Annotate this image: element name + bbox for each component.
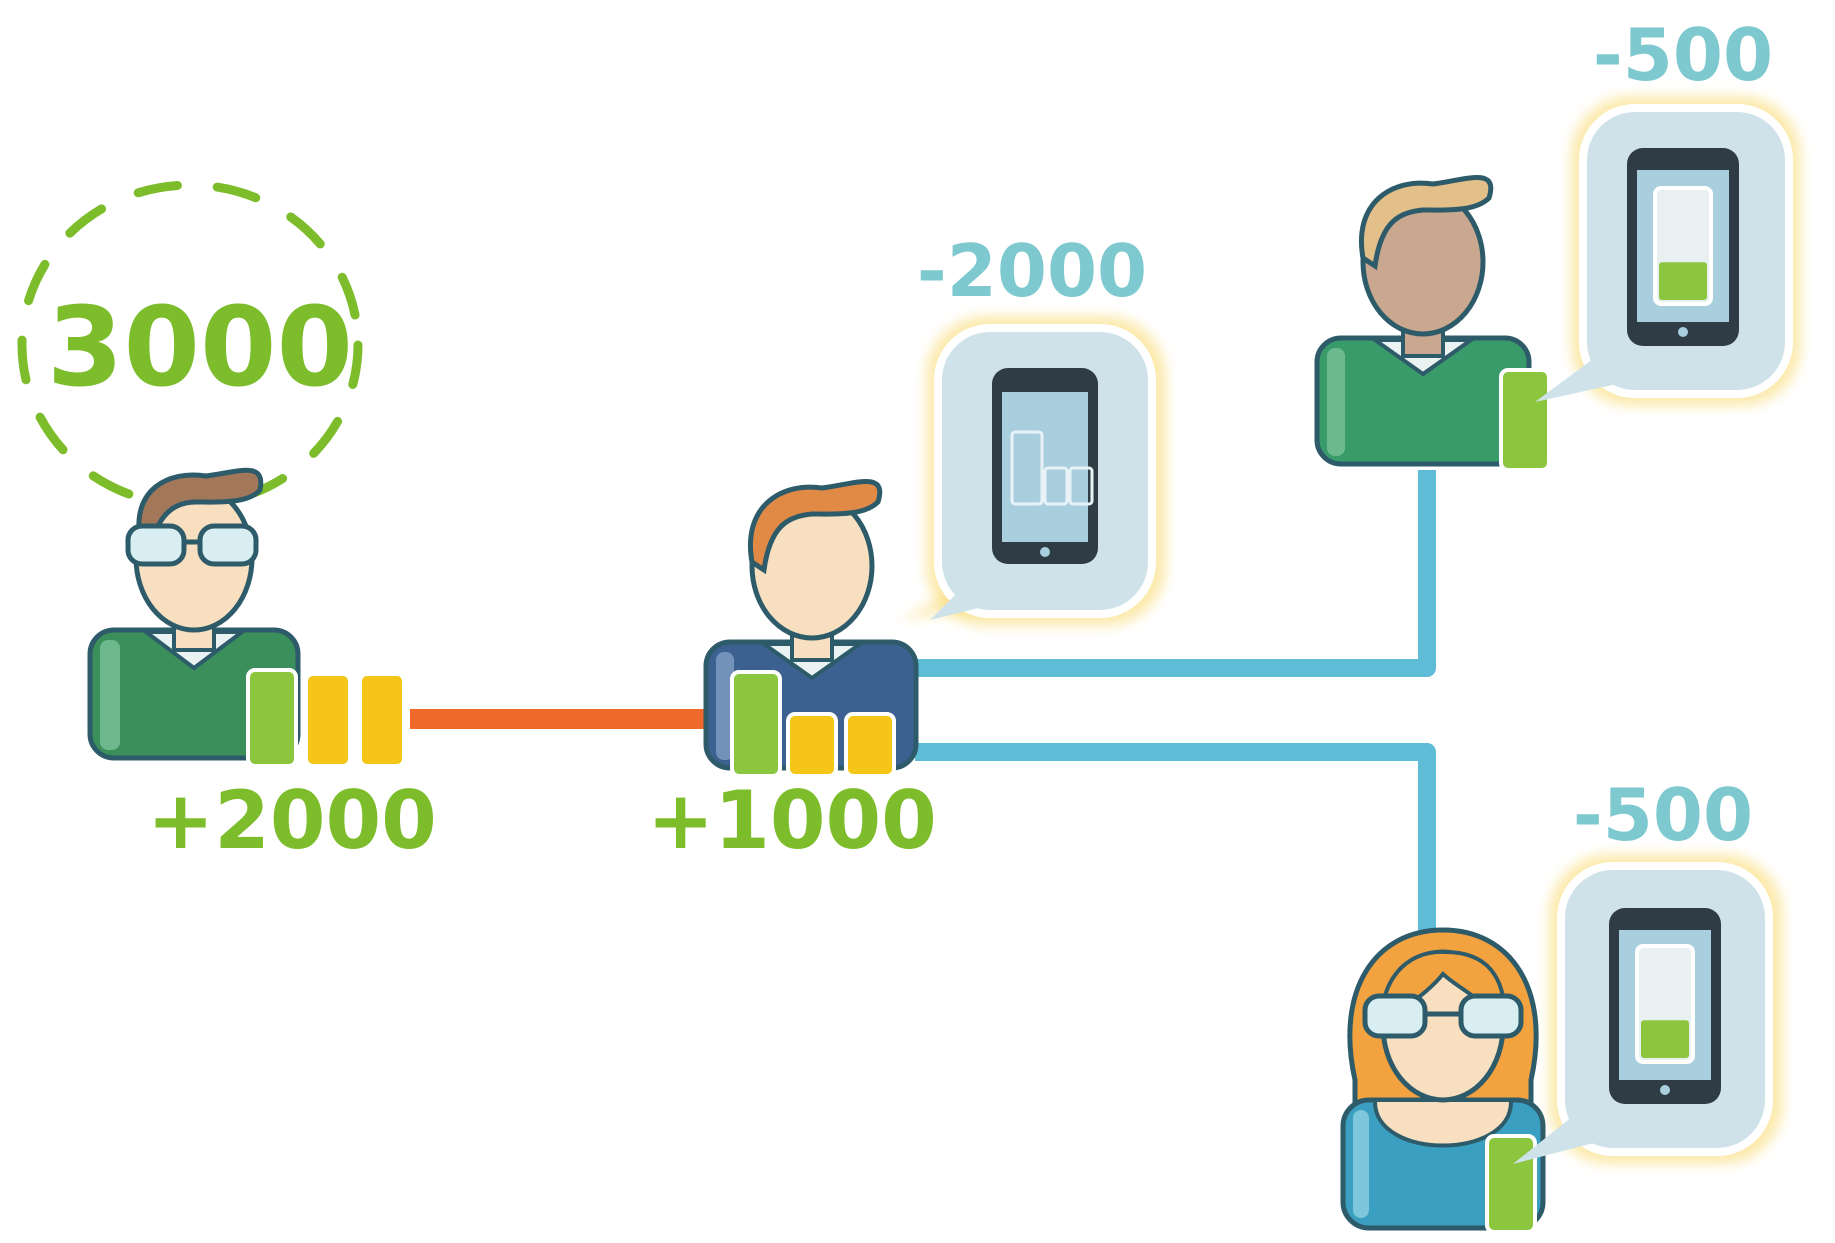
hair: [748, 479, 883, 575]
person-3: [1314, 175, 1551, 472]
connections: [410, 470, 1436, 940]
battery-icon: [1653, 186, 1713, 306]
hair: [1359, 175, 1494, 271]
hair: [136, 467, 264, 556]
blue-link-upper: [915, 470, 1436, 677]
person-2: [703, 479, 919, 778]
battery-bar: [1499, 368, 1551, 472]
battery-icon: [1635, 944, 1695, 1064]
battery-bars: [246, 668, 406, 768]
phone-bubble-3: [1513, 854, 1783, 1164]
glasses-icon: [1362, 993, 1524, 1039]
glasses-icon: [125, 523, 259, 567]
phone-icon: [992, 368, 1098, 564]
phone-3-amount: -500: [1573, 773, 1753, 857]
battery-bar: [1485, 1134, 1537, 1234]
phone-icon: [1609, 908, 1721, 1104]
total-circle: 3000: [17, 180, 363, 510]
person-4: [1340, 927, 1546, 1234]
phone-bubble-1: [900, 316, 1166, 626]
total-value: 3000: [47, 283, 353, 411]
phone-bubble-2: [1535, 96, 1801, 406]
person-1: [87, 467, 406, 768]
person-2-amount: +1000: [647, 774, 937, 867]
blue-link-lower: [915, 743, 1436, 940]
battery-bars: [730, 670, 896, 778]
phone-2-amount: -500: [1593, 13, 1773, 97]
phone-1-amount: -2000: [917, 229, 1147, 313]
app-tiles-icon: [1010, 430, 1094, 506]
person-1-amount: +2000: [147, 774, 437, 867]
phone-icon: [1627, 148, 1739, 346]
